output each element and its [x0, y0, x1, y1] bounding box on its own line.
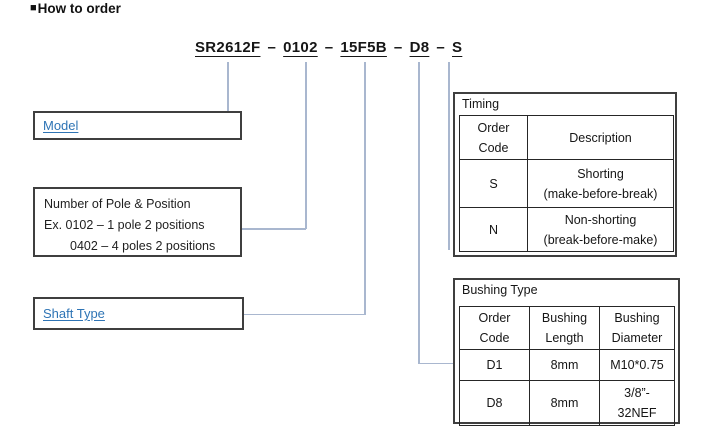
timing-header-order-code: Order Code — [459, 115, 528, 160]
timing-header-description: Description — [527, 115, 674, 160]
bushing-type-panel: Bushing Type Order Code Bushing Length B… — [453, 278, 680, 426]
connector-line-bushing-vertical — [418, 62, 420, 364]
page-title: ■How to order — [30, 1, 121, 16]
bushing-diameter-cell: 3/8”- 32NEF — [599, 380, 675, 426]
part-number-segment-pole-position: 0102 — [283, 39, 318, 56]
part-number-separator: – — [324, 39, 334, 56]
pole-position-example-1: Ex. 0102 – 1 pole 2 positions — [44, 218, 205, 232]
timing-table-header-row: Order Code Description — [459, 115, 674, 160]
bushing-header-order-code: Order Code — [459, 306, 530, 350]
timing-table: Order Code Description S Shorting (make-… — [459, 115, 674, 252]
connector-line-model-vertical — [227, 62, 229, 111]
table-row: N Non-shorting (break-before-make) — [459, 207, 674, 252]
pole-position-title: Number of Pole & Position — [44, 197, 191, 211]
bushing-header-length: Bushing Length — [529, 306, 600, 350]
bushing-diameter-cell: M10*0.75 — [599, 349, 675, 381]
square-bullet-icon: ■ — [30, 2, 37, 14]
timing-panel: Timing Order Code Description S Shorting… — [453, 92, 677, 257]
bushing-code-cell: D8 — [459, 380, 530, 426]
timing-description-cell: Shorting (make-before-break) — [527, 159, 674, 208]
table-row: D8 8mm 3/8”- 32NEF — [459, 380, 675, 426]
connector-line-pole-vertical — [305, 62, 307, 229]
connector-line-bushing-horizontal — [418, 362, 453, 364]
bushing-header-diameter: Bushing Diameter — [599, 306, 675, 350]
model-box: Model — [33, 111, 242, 140]
part-number-segment-model: SR2612F — [195, 39, 261, 56]
part-number-separator: – — [267, 39, 277, 56]
part-number-separator: – — [393, 39, 403, 56]
timing-code-cell: N — [459, 207, 528, 252]
bushing-table-header-row: Order Code Bushing Length Bushing Diamet… — [459, 306, 675, 350]
connector-line-shaft-vertical — [364, 62, 366, 315]
timing-panel-title: Timing — [462, 97, 500, 111]
table-row: S Shorting (make-before-break) — [459, 159, 674, 208]
shaft-type-link[interactable]: Shaft Type — [43, 306, 105, 321]
part-number-segment-bushing: D8 — [409, 39, 430, 56]
bushing-panel-title: Bushing Type — [462, 283, 538, 297]
bushing-length-cell: 8mm — [529, 349, 600, 381]
page-title-text: How to order — [37, 1, 121, 16]
part-number-separator: – — [436, 39, 445, 56]
bushing-length-cell: 8mm — [529, 380, 600, 426]
model-link[interactable]: Model — [43, 118, 79, 133]
part-number-segment-shaft-type: 15F5B — [340, 39, 387, 56]
bushing-code-cell: D1 — [459, 349, 530, 381]
part-number: SR2612F – 0102 – 15F5B – D8 – S — [195, 39, 462, 56]
part-number-segment-timing: S — [452, 39, 463, 56]
table-row: D1 8mm M10*0.75 — [459, 349, 675, 381]
connector-line-pole-horizontal — [242, 228, 306, 230]
pole-position-example-2: 0402 – 4 poles 2 positions — [70, 239, 216, 253]
pole-position-box: Number of Pole & Position Ex. 0102 – 1 p… — [33, 187, 242, 257]
shaft-type-box: Shaft Type — [33, 297, 244, 330]
bushing-type-table: Order Code Bushing Length Bushing Diamet… — [459, 306, 675, 426]
timing-code-cell: S — [459, 159, 528, 208]
connector-line-shaft-horizontal — [244, 313, 365, 315]
timing-description-cell: Non-shorting (break-before-make) — [527, 207, 674, 252]
connector-line-timing-vertical — [448, 62, 450, 250]
